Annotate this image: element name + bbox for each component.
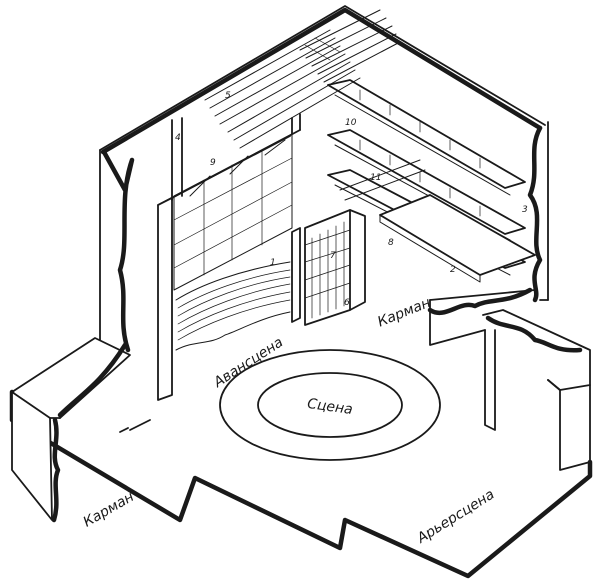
fly-galleries <box>327 79 536 283</box>
karman-left-label: Карман <box>81 489 137 531</box>
ceiling-battens <box>204 9 401 149</box>
fire-curtain-grid <box>171 113 301 291</box>
left-pocket-block <box>11 337 131 523</box>
revolving-stage <box>219 349 441 461</box>
right-pocket-block <box>482 309 591 471</box>
karman-right-label: Карман <box>375 295 433 331</box>
callout-1: 1 <box>270 258 276 268</box>
seating-rows <box>175 261 291 351</box>
floor-outline <box>9 389 593 579</box>
callout-2: 2 <box>450 265 456 275</box>
callout-5: 5 <box>225 91 231 101</box>
back-wall-left <box>99 5 546 353</box>
callout-8: 8 <box>388 238 394 248</box>
callout-4: 4 <box>175 133 181 143</box>
arerscena-label: Арьерсцена <box>414 487 498 548</box>
callout-6: 6 <box>344 298 350 308</box>
scene-label: Сцена <box>306 396 353 418</box>
callout-7: 7 <box>330 251 336 261</box>
callout-9: 9 <box>210 158 216 168</box>
stage-grille-wall <box>304 209 366 326</box>
avanscena-label: Авансцена <box>210 334 286 391</box>
callout-3: 3 <box>522 205 528 215</box>
right-wall <box>427 121 549 346</box>
callout-11: 11 <box>370 173 381 183</box>
callout-10: 10 <box>345 118 357 128</box>
dashed-marks <box>119 419 151 433</box>
